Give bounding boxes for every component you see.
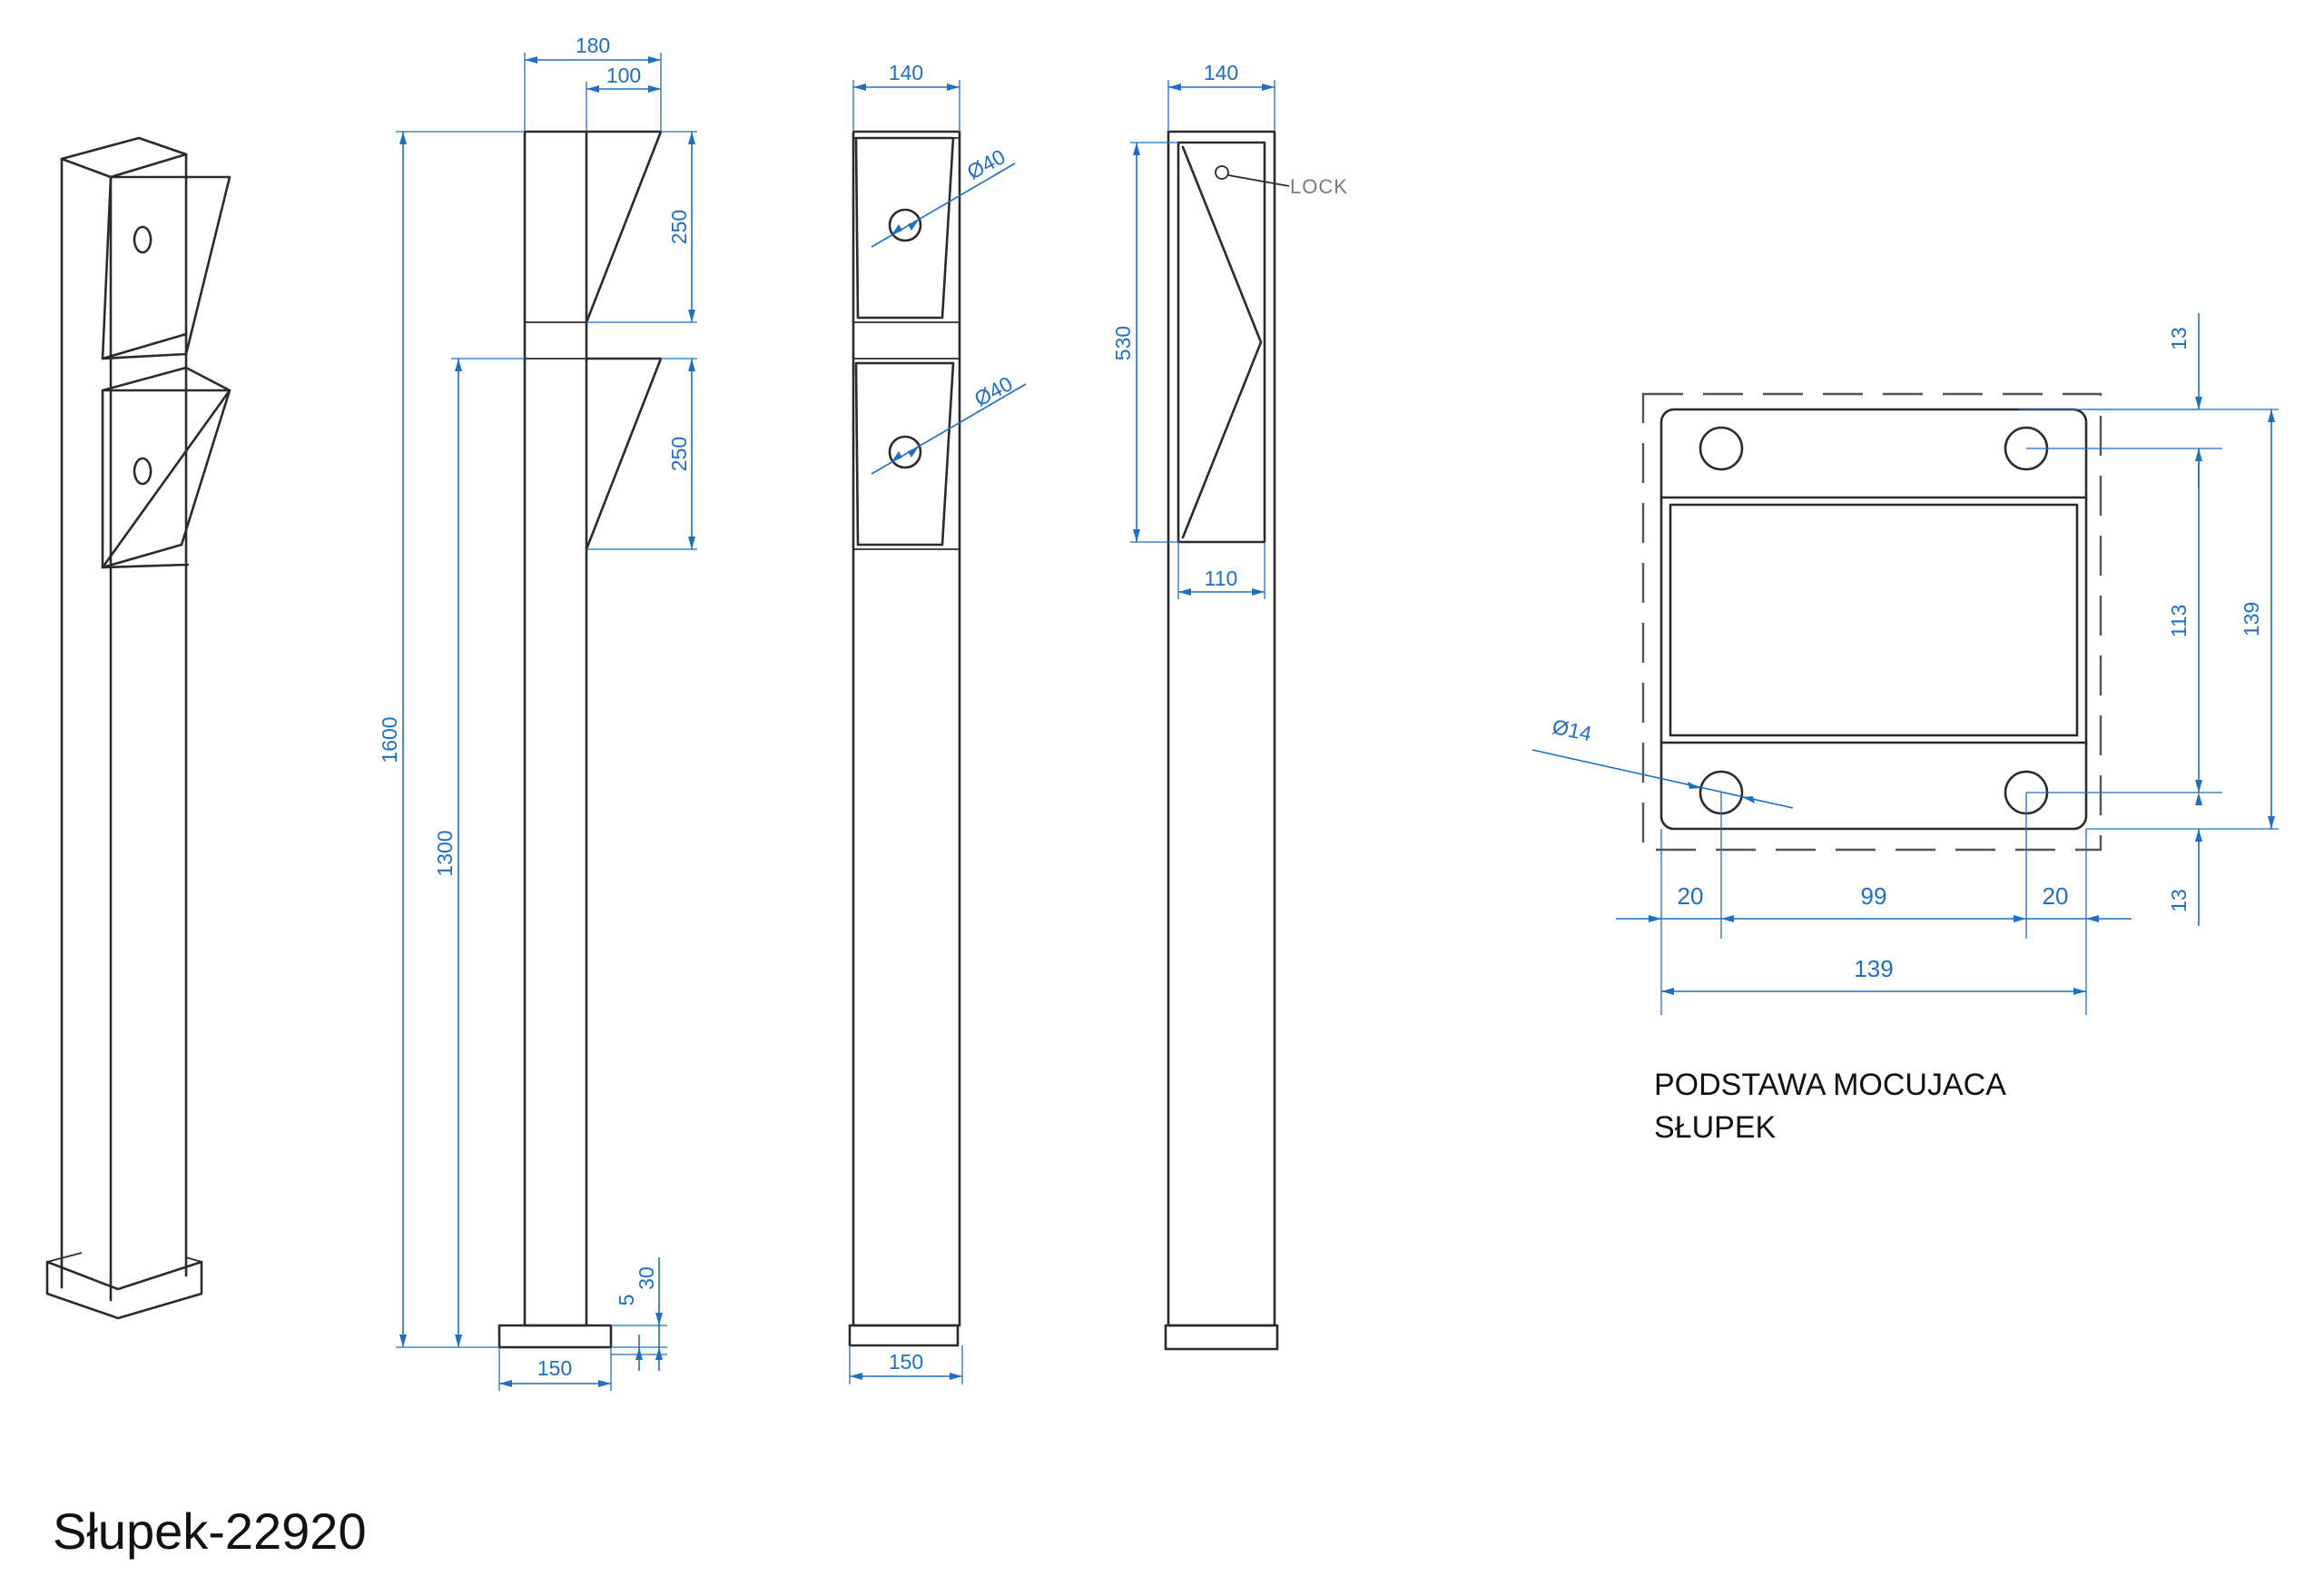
rear-door-width-label: 110	[1205, 566, 1238, 590]
rear-view-dimensions: LOCK 140 530 110	[1111, 61, 1348, 599]
side-base-gap-label: 5	[615, 1295, 638, 1306]
base-height-label: 139	[2240, 602, 2263, 636]
base-note-line1: PODSTAWA MOCUJACA	[1654, 1068, 2006, 1102]
base-margin-bottom-label: 13	[2167, 889, 2191, 912]
side-top-offset-label: 100	[606, 64, 641, 87]
drawing-title: Słupek-22920	[53, 1502, 367, 1560]
mounting-base-dimensions: 13 113 139 13 Ø14 20 99 20	[1531, 313, 2279, 1015]
front-width-label: 140	[889, 61, 923, 84]
base-margin-top-label: 13	[2167, 327, 2191, 350]
side-base-width-label: 150	[537, 1356, 572, 1380]
base-hole-spacing-h-label: 99	[1861, 882, 1887, 910]
base-width-label: 139	[1854, 955, 1893, 982]
base-hole-label: Ø14	[1551, 714, 1594, 746]
side-height-total-label: 1600	[378, 716, 401, 763]
base-edge-right-label: 20	[2043, 882, 2069, 910]
side-total-width-label: 180	[576, 34, 610, 57]
front-hole-lower-label: Ø40	[970, 371, 1017, 410]
rear-view	[1164, 130, 1290, 1351]
front-view	[848, 130, 961, 1347]
side-view	[497, 130, 663, 1349]
front-base-width-label: 150	[889, 1350, 923, 1374]
isometric-view	[45, 136, 231, 1320]
base-edge-left-label: 20	[1678, 882, 1704, 910]
side-lower-box-label: 250	[667, 437, 691, 471]
rear-width-label: 140	[1204, 61, 1238, 84]
base-hole-spacing-v-label: 113	[2167, 605, 2191, 638]
side-upper-box-label: 250	[667, 210, 691, 244]
side-base-plate-label: 30	[635, 1266, 658, 1290]
front-view-dimensions: 140 Ø40 Ø40 150	[849, 61, 1027, 1384]
front-hole-upper-label: Ø40	[963, 144, 1009, 183]
lock-label: LOCK	[1290, 175, 1348, 198]
side-view-dimensions: 180 100 250 250 1600 1300 30 5	[378, 34, 697, 1391]
side-height-lower-label: 1300	[433, 830, 457, 876]
mounting-base	[1641, 392, 2102, 852]
rear-door-height-label: 530	[1111, 326, 1135, 360]
base-note-line2: SŁUPEK	[1654, 1110, 1776, 1145]
